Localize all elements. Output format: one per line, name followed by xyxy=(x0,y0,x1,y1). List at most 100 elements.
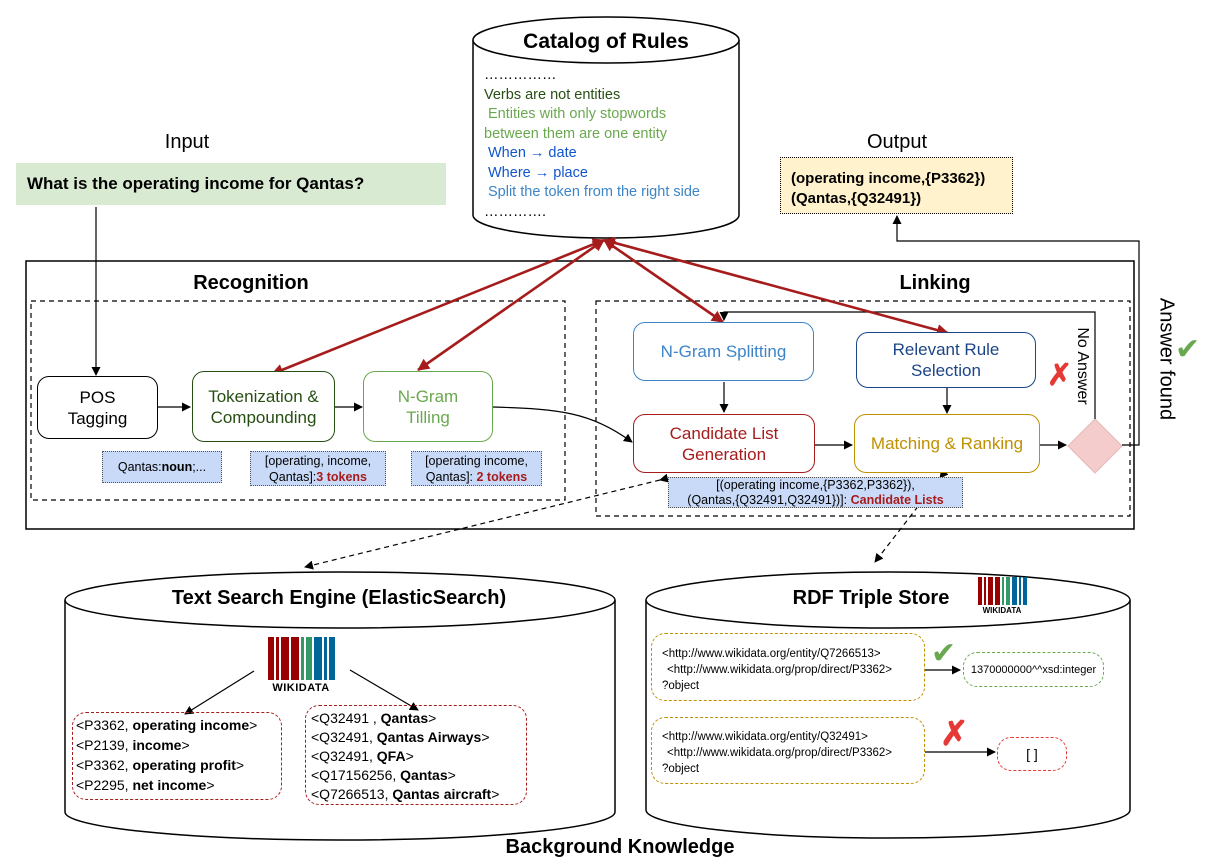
search-engine-logo-text: WIKIDATA xyxy=(272,682,330,694)
search-engine-cylinder xyxy=(64,571,616,841)
recognition-frame xyxy=(30,300,566,501)
property-row-bold: operating profit xyxy=(132,757,236,773)
property-row-bold: operating income xyxy=(132,717,250,733)
rule-arrows xyxy=(271,237,949,376)
property-row: <P2295, net income> xyxy=(76,775,281,795)
ngram-splitting-node: N-Gram Splitting xyxy=(633,322,814,381)
rule-item: between them are one entity xyxy=(484,125,667,142)
property-row-pre: <P2139, xyxy=(76,737,133,753)
linking-title: Linking xyxy=(899,272,971,294)
query1-result: 1370000000^^xsd:integer xyxy=(963,652,1104,687)
property-row-post: > xyxy=(249,717,258,733)
query1-subject: <http://www.wikidata.org/entity/Q7266513… xyxy=(662,648,881,660)
query2-predicate: <http://www.wikidata.org/prop/direct/P33… xyxy=(667,747,893,759)
property-row: <P3362, operating profit> xyxy=(76,755,281,775)
output-line-1: (operating income,{P3362}) xyxy=(791,170,986,187)
property-row-post: > xyxy=(181,737,190,753)
catalog-title: Catalog of Rules xyxy=(523,30,689,53)
note-til-text: [operating income, Qantas]: xyxy=(425,453,528,484)
triple-store-title: RDF Triple Store xyxy=(792,587,950,609)
ngram-tilling-node: N-Gram Tilling xyxy=(363,371,493,442)
entity-results-box: <Q32491 , Qantas><Q32491, Qantas Airways… xyxy=(305,705,527,805)
entity-row-post: > xyxy=(481,729,490,745)
entity-row: <Q32491, Qantas Airways> xyxy=(311,728,526,747)
output-box: (operating income,{P3362}) (Qantas,{Q324… xyxy=(780,157,1013,214)
linking-frame xyxy=(595,300,1131,517)
query2-subject: <http://www.wikidata.org/entity/Q32491> xyxy=(662,731,868,743)
triple-store-logo-text: WIKIDATA xyxy=(982,606,1022,615)
rule-item: When → date xyxy=(488,145,577,161)
entity-row: <Q7266513, Qantas aircraft> xyxy=(311,785,526,804)
property-row: <P2139, income> xyxy=(76,735,281,755)
note-tokenization: [operating, income, Qantas]:3 tokens xyxy=(250,451,386,486)
input-label: Input xyxy=(164,131,210,153)
input-question: What is the operating income for Qantas? xyxy=(16,163,446,205)
entity-row-bold: Qantas Airways xyxy=(376,729,482,745)
rule-selection-node: Relevant Rule Selection xyxy=(856,332,1036,388)
query1-object: ?object xyxy=(662,680,700,692)
property-row: <P3362, operating income> xyxy=(76,715,281,735)
wikidata-logo-icon xyxy=(268,637,335,680)
catalog-dots-bottom: …………. xyxy=(484,203,547,220)
note-til-count: 2 tokens xyxy=(476,469,528,484)
entity-row-bold: Qantas aircraft xyxy=(392,786,492,802)
property-row-pre: <P3362, xyxy=(76,757,133,773)
search-engine-title: Text Search Engine (ElasticSearch) xyxy=(171,587,507,609)
rule-item: Entities with only stopwords xyxy=(488,106,667,122)
catalog-dots-top: …………… xyxy=(484,67,557,83)
entity-row-post: > xyxy=(428,710,437,726)
entity-row-pre: <Q17156256, xyxy=(311,767,401,783)
note-candidates: [(operating income,{P3362,P3362}),(Qanta… xyxy=(668,477,963,508)
note-cand-line1: [(operating income,{P3362,P3362}), xyxy=(716,477,915,492)
decision-diamond xyxy=(1067,418,1123,474)
entity-row: <Q17156256, Qantas> xyxy=(311,766,526,785)
output-line-2: (Qantas,{Q32491}) xyxy=(791,190,922,207)
property-row-pre: <P3362, xyxy=(76,717,133,733)
entity-row: <Q32491 , Qantas> xyxy=(311,709,526,728)
note-pos-suffix: ;... xyxy=(192,460,207,474)
entity-row-post: > xyxy=(447,767,456,783)
matching-ranking-node: Matching & Ranking xyxy=(854,414,1040,473)
query2-result: [ ] xyxy=(997,737,1067,771)
note-pos-prefix: Qantas: xyxy=(117,460,162,474)
entity-row-pre: <Q32491 , xyxy=(311,710,381,726)
query1-predicate: <http://www.wikidata.org/prop/direct/P33… xyxy=(667,664,893,676)
note-pos: Qantas:noun;... xyxy=(102,451,222,483)
triple-store-cylinder xyxy=(645,571,1131,839)
entity-row-post: > xyxy=(405,748,414,764)
query-box-1: <http://www.wikidata.org/entity/Q7266513… xyxy=(651,633,925,701)
entity-row-pre: <Q32491, xyxy=(311,729,377,745)
entity-row-bold: QFA xyxy=(376,748,406,764)
note-tok-text: [operating, income, Qantas]: xyxy=(264,453,372,484)
entity-row-bold: Qantas xyxy=(400,767,448,783)
entity-row-pre: <Q7266513, xyxy=(311,786,393,802)
catalog-cylinder xyxy=(472,16,740,239)
note-cand-line2: (Qantas,{Q32491,Q32491})]: xyxy=(687,492,851,507)
property-row-post: > xyxy=(235,757,245,773)
wikidata-logo-small-icon xyxy=(978,577,1027,605)
rule-item: Split the token from the right side xyxy=(488,184,700,200)
property-row-bold: net income xyxy=(132,777,207,793)
note-cand-label: Candidate Lists xyxy=(850,492,944,507)
output-label: Output xyxy=(866,131,928,153)
recognition-title: Recognition xyxy=(193,272,309,294)
query2-cross-icon: ✗ xyxy=(940,715,969,753)
tokenization-node: Tokenization & Compounding xyxy=(192,371,335,442)
property-row-post: > xyxy=(206,777,215,793)
property-results-box: <P3362, operating income><P2139, income>… xyxy=(72,712,282,800)
note-tok-count: 3 tokens xyxy=(316,469,367,484)
note-pos-bold: noun xyxy=(161,460,193,474)
entity-row-pre: <Q32491, xyxy=(311,748,377,764)
pos-tagging-node: POS Tagging xyxy=(37,376,158,439)
no-answer-cross-icon: ✗ xyxy=(1047,359,1073,392)
query2-object: ?object xyxy=(662,763,700,775)
entity-row-bold: Qantas xyxy=(380,710,429,726)
rule-item: Verbs are not entities xyxy=(484,86,621,103)
property-row-bold: income xyxy=(132,737,182,753)
query-box-2: <http://www.wikidata.org/entity/Q32491> … xyxy=(651,717,925,784)
query1-check-icon: ✔ xyxy=(931,637,957,670)
answer-found-check-icon: ✔ xyxy=(1175,333,1201,366)
footer-title: Background Knowledge xyxy=(505,836,735,858)
